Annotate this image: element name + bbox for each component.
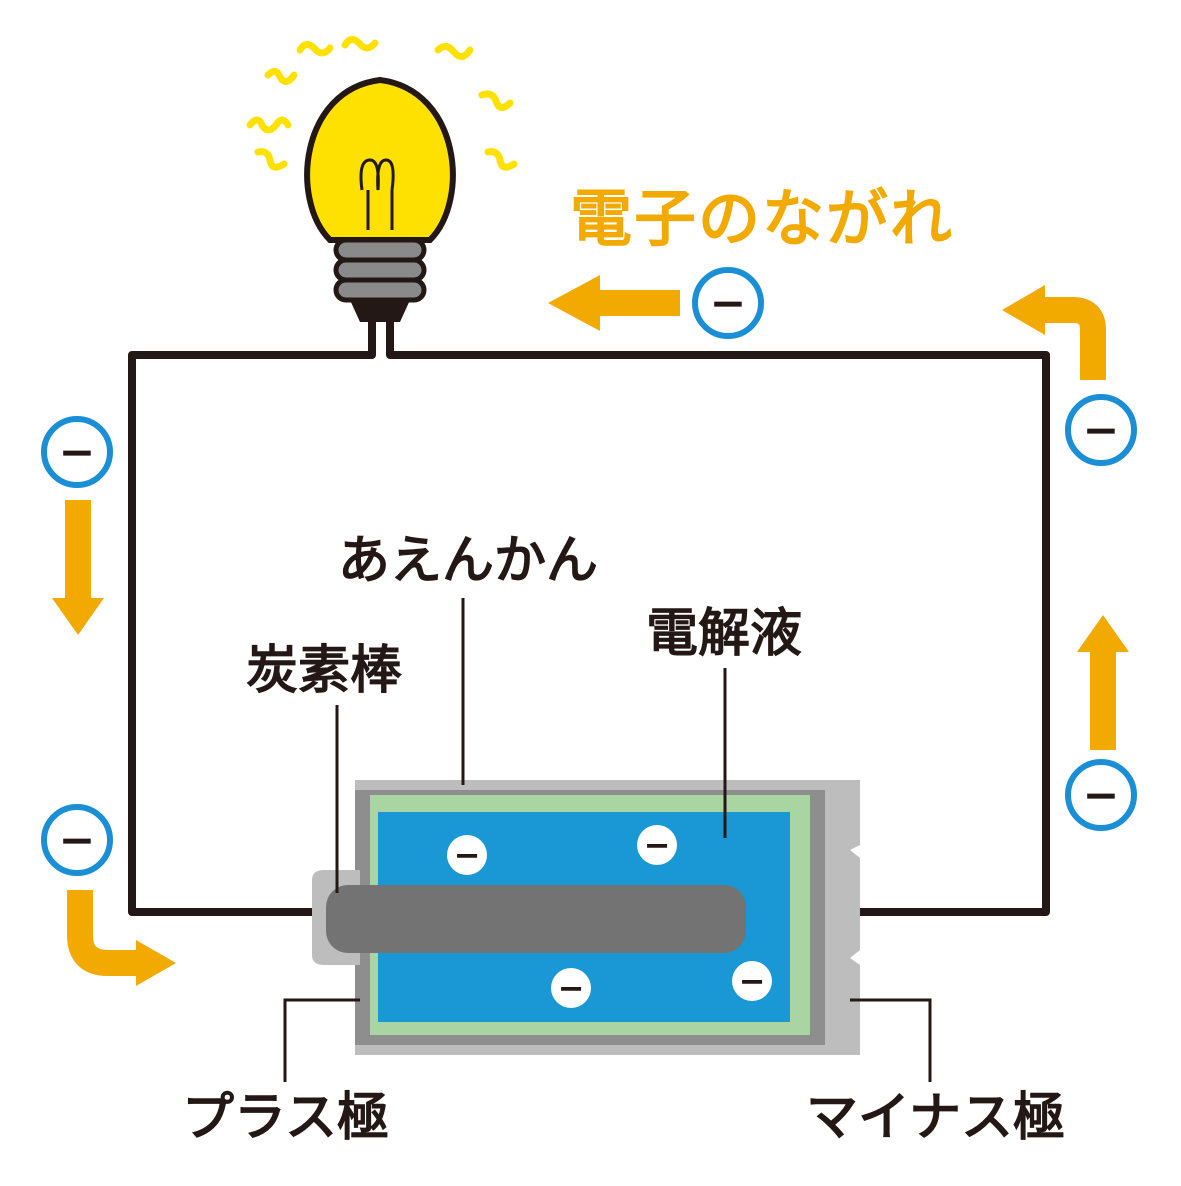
carbon-rod [326,885,746,953]
ray-top-left [296,41,334,57]
electron-icon: − [41,416,113,488]
electrolyte-electrons: − − − − [447,825,772,1008]
electron-flow-title: 電子のながれ [570,182,955,255]
electron-icon: − [692,267,764,339]
ray-left-top [246,116,292,134]
electrolyte-label: 電解液 [646,604,803,664]
electron-sign: − [1083,770,1120,821]
arrow-icon [52,500,104,635]
ray-right-lower [484,148,518,171]
electron-icon: − [41,804,113,876]
electron-sign: − [59,427,96,478]
ray-left-lower [254,148,288,171]
electron-sign: − [454,836,481,874]
leader-negative [850,998,932,1082]
arrow-icon [548,275,680,331]
ray-top-right [434,43,474,60]
electron-icon: − [732,961,772,1001]
arrow-icon [1002,285,1106,380]
leader-positive [283,998,360,1082]
positive-terminal-label: プラス極 [182,1088,389,1148]
wire-left [128,320,376,916]
arrow-icon [1077,615,1129,750]
leader-lines [283,598,932,1082]
electron-sign: − [644,826,671,864]
wire-right [386,320,1050,916]
carbon-rod-label: 炭素棒 [246,641,403,701]
electron-sign: − [710,278,747,329]
wire-electrons: − − − − − [41,267,1137,876]
ray-top-mid [341,36,379,52]
arrow-icon [67,890,176,986]
battery-cell [312,780,860,1055]
electron-icon: − [447,835,487,875]
zinc-can-label: あえんかん [338,531,599,591]
light-bulb-icon [304,76,456,322]
electron-sign: − [59,815,96,866]
ray-left-upper [264,68,298,85]
negative-terminal-label: マイナス極 [806,1088,1065,1148]
ray-right-upper [478,90,514,111]
electron-flow-arrows [52,275,1129,986]
electron-sign: − [558,969,585,1007]
electron-icon: − [1065,394,1137,466]
light-rays [246,36,518,171]
electron-sign: − [1083,405,1120,456]
electron-icon: − [637,825,677,865]
electron-sign: − [739,962,766,1000]
electron-icon: − [551,968,591,1008]
electron-icon: − [1065,759,1137,831]
wire [128,320,1050,916]
